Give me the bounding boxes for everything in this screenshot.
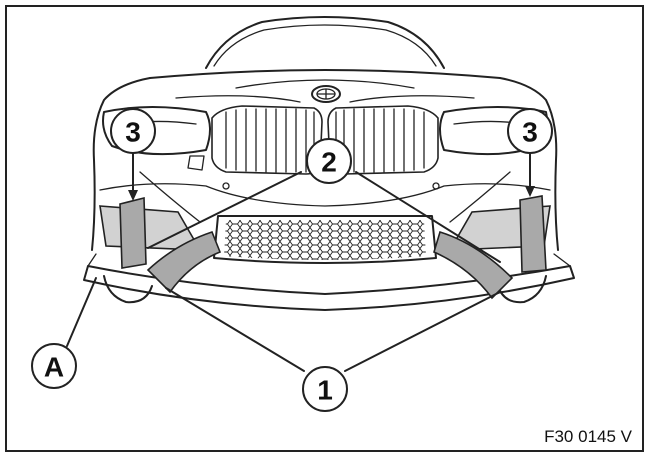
callout-A-label: A [44,352,64,383]
callout-2-label: 2 [321,147,337,178]
part-1-left [146,231,222,294]
part-1-right [433,230,514,300]
callout-A: A [31,343,77,389]
callout-3-right: 3 [507,108,553,154]
callout-3-left: 3 [110,108,156,154]
part-3-right [519,195,547,273]
front-spoiler-lip [83,265,575,311]
figure-frame [5,5,644,452]
callout-3-right-label: 3 [522,117,538,148]
callout-1: 1 [302,366,348,412]
bmw-emblem [311,85,341,103]
callout-3-left-label: 3 [125,117,141,148]
figure-id-label: F30 0145 V [544,427,633,446]
part-3-left [119,196,147,269]
leader-lines [66,152,535,372]
callout-2: 2 [306,138,352,184]
lower-grille [213,215,437,264]
callout-1-label: 1 [317,375,333,406]
